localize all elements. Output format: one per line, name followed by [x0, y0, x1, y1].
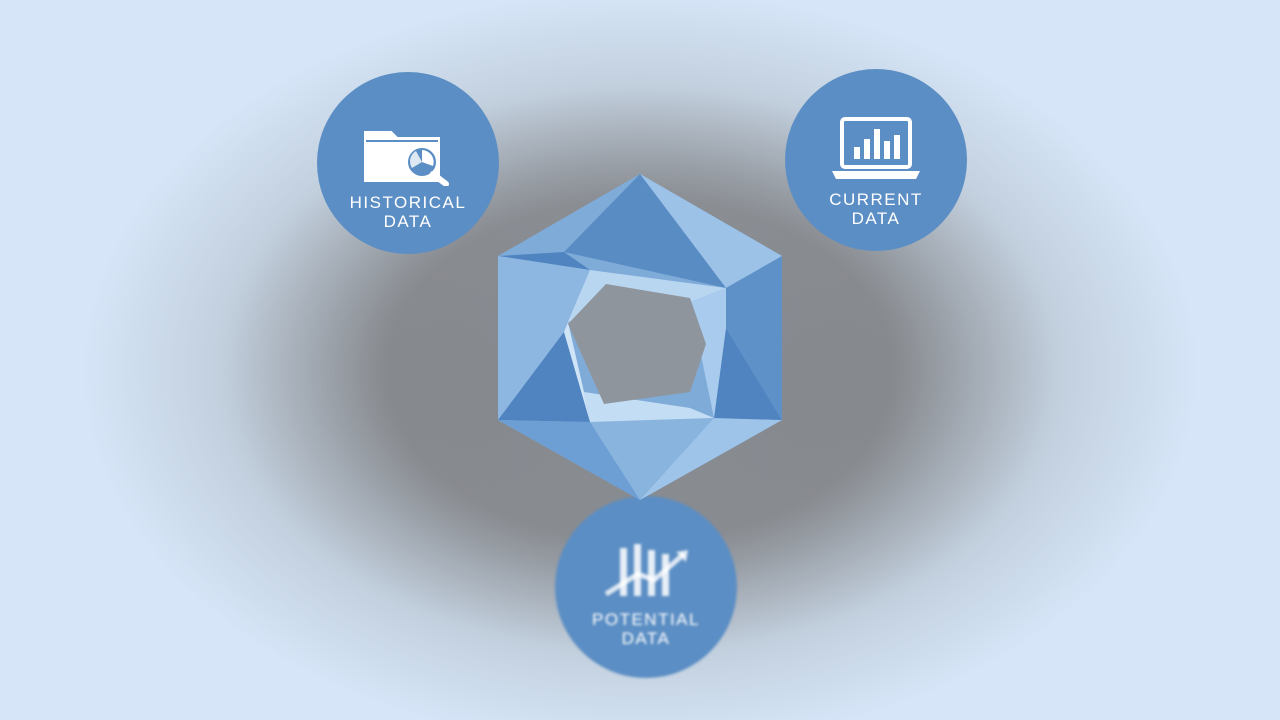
hex-facet	[714, 328, 782, 420]
growth-bars-icon	[604, 544, 688, 597]
hex-facet	[498, 420, 640, 500]
hex-facet	[498, 252, 590, 270]
historical-label-line2: DATA	[383, 212, 433, 231]
hex-facet	[726, 256, 782, 420]
current-data-label: CURRENT DATA	[785, 190, 967, 228]
hex-facet	[640, 174, 782, 288]
potential-data-node: POTENTIAL DATA	[555, 496, 737, 678]
hex-center-opening	[568, 284, 706, 404]
current-label-line2: DATA	[851, 209, 901, 228]
potential-label-line2: DATA	[621, 629, 671, 648]
potential-data-label: POTENTIAL DATA	[555, 610, 737, 648]
hex-facet	[564, 174, 726, 288]
potential-label-line1: POTENTIAL	[592, 610, 700, 629]
hexagon-aperture-icon	[498, 174, 782, 500]
hex-blade	[690, 288, 726, 418]
hex-facet	[640, 418, 782, 500]
laptop-bar-chart-icon	[832, 117, 920, 179]
current-label-line1: CURRENT	[829, 190, 923, 209]
historical-data-label: HISTORICAL DATA	[317, 193, 499, 231]
hex-facet	[498, 256, 590, 420]
current-data-node: CURRENT DATA	[785, 69, 967, 251]
hex-facet	[590, 418, 714, 500]
historical-data-node: HISTORICAL DATA	[317, 72, 499, 254]
historical-label-line1: HISTORICAL	[349, 193, 467, 212]
folder-search-icon	[364, 129, 449, 186]
hex-blade	[564, 270, 590, 422]
hex-facet	[498, 332, 590, 422]
